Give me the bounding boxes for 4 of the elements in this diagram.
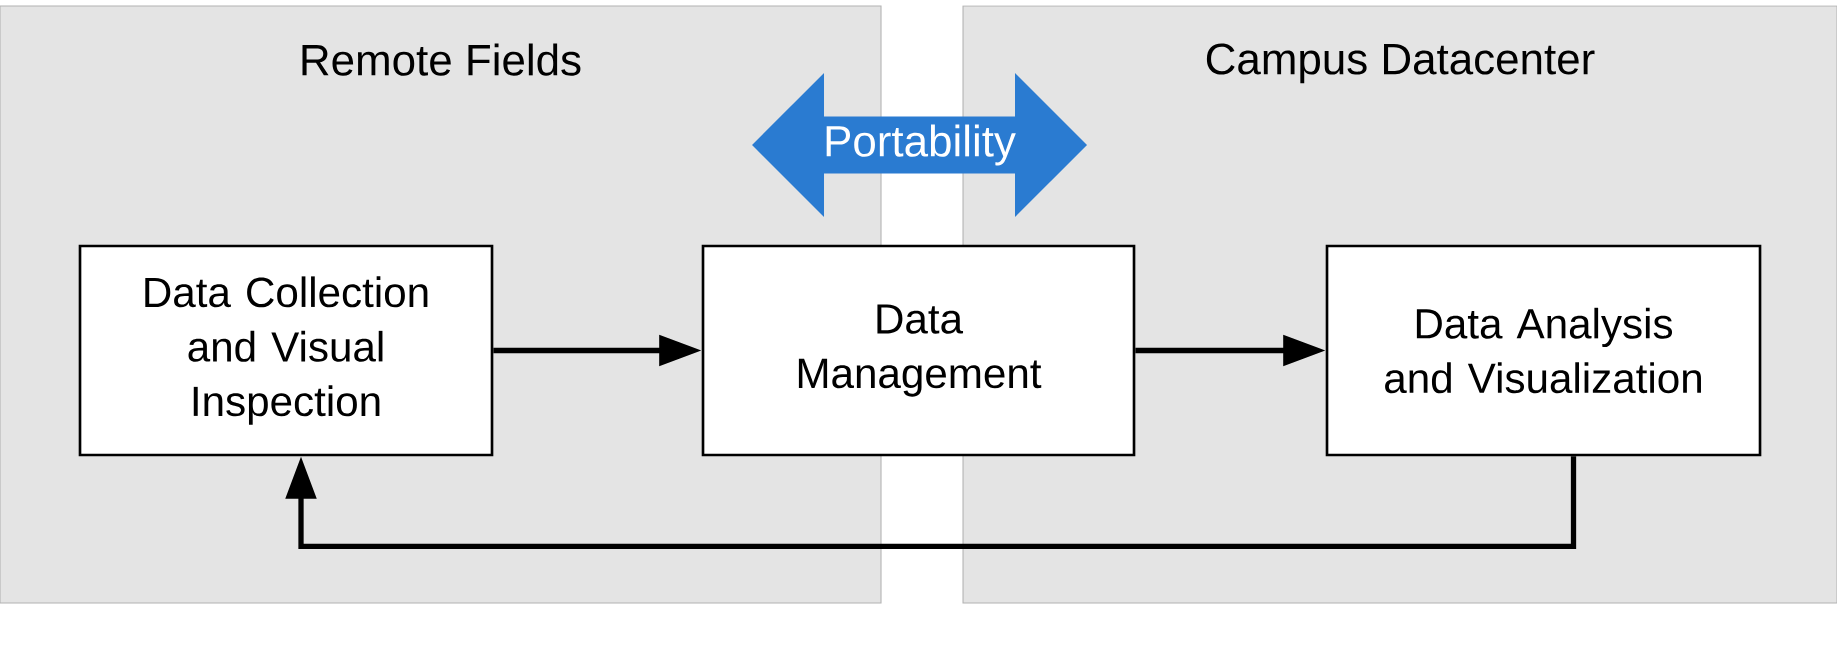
process-box: Data Analysis and Visualization [1325, 244, 1762, 457]
arrow [285, 456, 1577, 549]
process-box: Data Collection and Visual Inspection [78, 244, 494, 457]
process-box: Data Management [701, 244, 1136, 457]
